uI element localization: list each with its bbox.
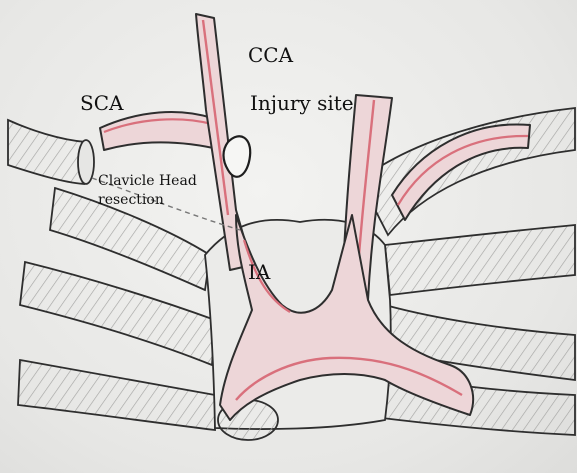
right-rib-1 — [385, 225, 575, 295]
label-clavicle-head: Clavicle Head resection — [98, 172, 197, 210]
label-cca: CCA — [248, 45, 293, 65]
sca-vessel — [100, 112, 222, 150]
clavicle-end — [78, 140, 94, 184]
label-clavicle-line2: resection — [98, 191, 197, 210]
label-ia: IA — [248, 262, 270, 282]
left-clavicle — [8, 120, 86, 184]
label-sca: SCA — [80, 93, 123, 113]
label-clavicle-line1: Clavicle Head — [98, 172, 197, 191]
right-clavicle — [360, 108, 575, 235]
label-injury-site: Injury site — [250, 93, 354, 113]
injury-hole — [224, 136, 251, 177]
ribs — [8, 108, 575, 440]
left-rib-3 — [18, 360, 215, 430]
